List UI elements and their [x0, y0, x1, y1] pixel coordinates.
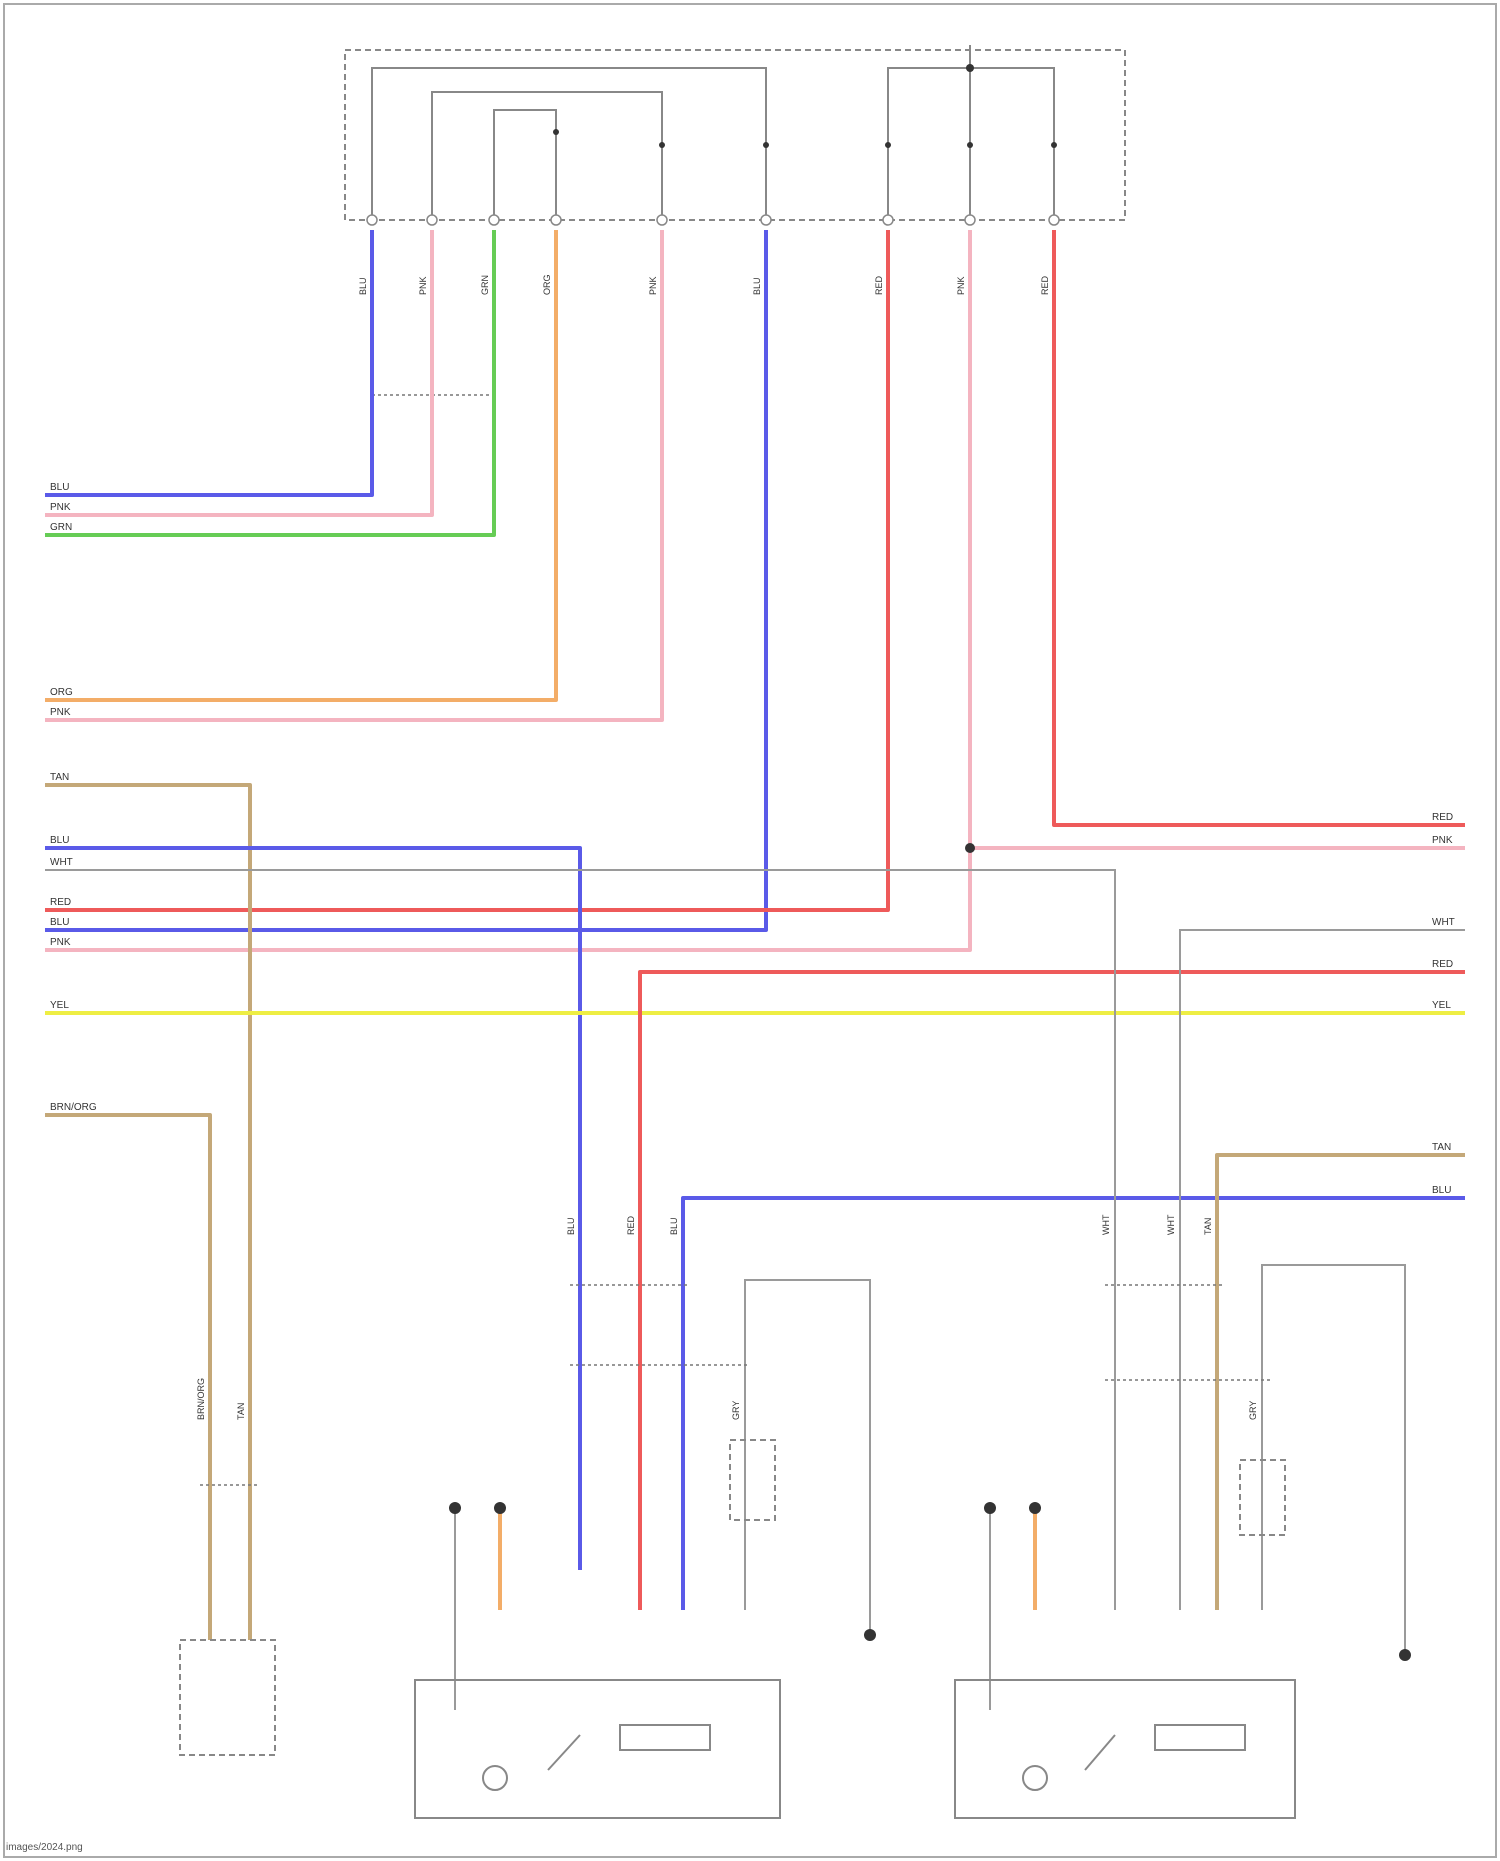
- ground-left-module-2: [494, 1502, 506, 1514]
- bottom-left-module-box: [415, 1680, 780, 1818]
- wire-label-red-top-2: RED: [1040, 275, 1050, 295]
- bottom-left-module: [415, 1680, 780, 1818]
- wire-label-yel-right-1: YEL: [1432, 1000, 1451, 1011]
- bottom-right-module-motor: [1023, 1766, 1047, 1790]
- top-module: [345, 45, 1125, 225]
- left-sensor-box: [180, 1640, 275, 1755]
- bottom-right-module-switch: [1085, 1735, 1115, 1770]
- wire-red-1: [45, 230, 888, 910]
- wire-grn-1: [45, 230, 494, 535]
- ground-right-module-2: [1029, 1502, 1041, 1514]
- bottom-right-module: [955, 1680, 1295, 1818]
- wire-label-brn-org-sensor: BRN/ORG: [196, 1378, 206, 1420]
- wire-org-1: [45, 230, 556, 700]
- source-note: images/2024.png: [6, 1842, 83, 1853]
- wire-red-2: [1054, 230, 1465, 825]
- bottom-left-module-switch-block: [620, 1725, 710, 1750]
- top-module-feed-node: [966, 64, 974, 72]
- wire-label-blu-left-2: BLU: [50, 835, 69, 846]
- wire-label-pnk-left-3: PNK: [50, 937, 71, 948]
- ground-right-module-1: [984, 1502, 996, 1514]
- wire-blu-1: [45, 230, 372, 495]
- wire-label-wht-lower: WHT: [1101, 1214, 1111, 1235]
- wire-label-org-left-1: ORG: [50, 687, 73, 698]
- wire-label-tan-lower: TAN: [1203, 1218, 1213, 1235]
- wire-tan-2: [45, 1115, 210, 1640]
- wire-label-pnk-left-1: PNK: [50, 502, 71, 513]
- top-contact-3: [763, 142, 769, 148]
- bottom-left-module-switch: [548, 1735, 580, 1770]
- wire-label-gry-lower-right: GRY: [1248, 1401, 1258, 1420]
- wire-label-wht-lower-2: WHT: [1166, 1214, 1176, 1235]
- top-contact-5: [967, 142, 973, 148]
- wire-pnk-2: [45, 230, 662, 720]
- ground-pillar-left: [864, 1629, 876, 1641]
- ground-left-module-1: [449, 1502, 461, 1514]
- bottom-left-module-motor: [483, 1766, 507, 1790]
- wire-label-brn-org-left-1: BRN/ORG: [50, 1102, 97, 1113]
- wire-gry-1: [745, 1280, 870, 1635]
- wire-label-tan-sensor: TAN: [236, 1403, 246, 1420]
- wire-label-red-lower: RED: [626, 1215, 636, 1235]
- ground-pillar-right: [1399, 1649, 1411, 1661]
- wire-label-tan-left-1: TAN: [50, 772, 69, 783]
- wire-pnk-3: [45, 230, 970, 950]
- wire-blu-2: [45, 230, 766, 930]
- wire-label-grn-left-1: GRN: [50, 522, 72, 533]
- top-module-dashed-box: [345, 50, 1125, 220]
- wire-label-wht-left-1: WHT: [50, 857, 73, 868]
- top-contact-4: [885, 142, 891, 148]
- wire-label-blu-left-3: BLU: [50, 917, 69, 928]
- wire-label-wht-right-1: WHT: [1432, 917, 1455, 928]
- wire-label-blu-top-2: BLU: [752, 277, 762, 295]
- wire-wht-2: [1180, 930, 1465, 1610]
- top-contact-6: [1051, 142, 1057, 148]
- left-sub-assembly-box: [730, 1440, 775, 1520]
- wire-tan-3: [1217, 1155, 1465, 1610]
- top-contact-1: [553, 129, 559, 135]
- top-contact-2: [659, 142, 665, 148]
- wire-label-pnk-top-1: PNK: [418, 276, 428, 295]
- wire-label-yel-left-1: YEL: [50, 1000, 69, 1011]
- wire-label-pnk-right-1: PNK: [1432, 835, 1453, 846]
- wire-label-blu-lower-2: BLU: [669, 1217, 679, 1235]
- wire-label-gry-lower-left: GRY: [731, 1401, 741, 1420]
- wire-tan-1: [45, 785, 250, 1640]
- top-module-internal-loop-2: [432, 92, 662, 220]
- wire-label-blu-right-1: BLU: [1432, 1185, 1451, 1196]
- wire-red-3: [640, 972, 1465, 1610]
- wire-label-red-right-1: RED: [1432, 812, 1453, 823]
- wire-label-blu-top: BLU: [358, 277, 368, 295]
- wire-label-red-right-2: RED: [1432, 959, 1453, 970]
- wire-label-pnk-top-3: PNK: [956, 276, 966, 295]
- wire-label-grn-top: GRN: [480, 275, 490, 295]
- wire-blu-4: [683, 1198, 1465, 1610]
- wire-label-tan-right-1: TAN: [1432, 1142, 1451, 1153]
- wire-label-org-top: ORG: [542, 274, 552, 295]
- wire-label-pnk-left-2: PNK: [50, 707, 71, 718]
- splice-node: [965, 843, 975, 853]
- wire-label-pnk-top-2: PNK: [648, 276, 658, 295]
- wire-blu-3: [45, 848, 580, 1570]
- wire-label-red-top-1: RED: [874, 275, 884, 295]
- bottom-right-module-switch-block: [1155, 1725, 1245, 1750]
- wire-label-blu-lower: BLU: [566, 1217, 576, 1235]
- wire-label-blu-left-1: BLU: [50, 482, 69, 493]
- top-module-internal-loop-3: [494, 110, 556, 220]
- wire-label-red-left-1: RED: [50, 897, 71, 908]
